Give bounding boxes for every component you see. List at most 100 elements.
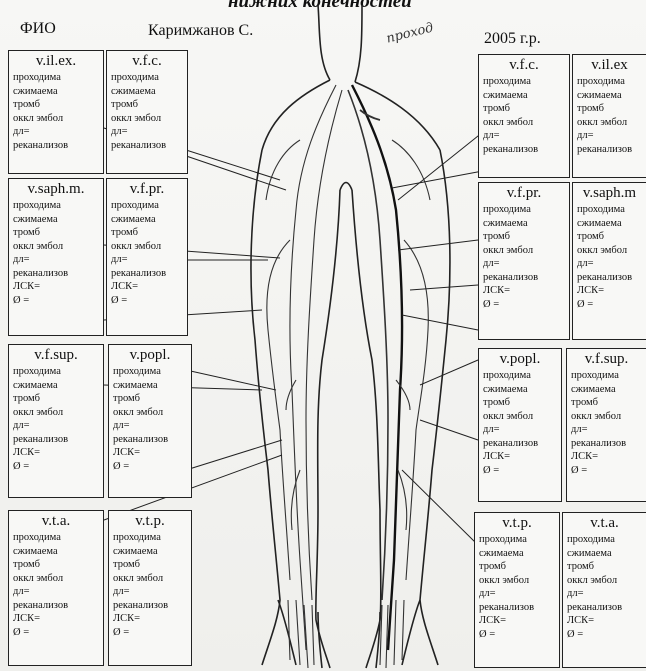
- line-recanal: реканализов: [13, 433, 99, 447]
- line-occl-embol: оккл эмбол: [577, 244, 642, 258]
- line-compressible: сжимаема: [13, 85, 99, 99]
- line-occl-embol: оккл эмбол: [567, 574, 642, 588]
- line-occl-embol: оккл эмбол: [577, 116, 642, 130]
- line-length: дл=: [111, 125, 183, 139]
- line-length: дл=: [577, 129, 642, 143]
- line-thrombus: тромб: [483, 230, 565, 244]
- line-thrombus: тромб: [577, 102, 642, 116]
- box-left-v-f-sup: v.f.sup. проходима сжимаема тромб оккл э…: [8, 344, 104, 498]
- line-occl-embol: оккл эмбол: [13, 406, 99, 420]
- line-recanal: реканализов: [13, 139, 99, 153]
- line-diameter: Ø =: [13, 460, 99, 474]
- line-lsk: ЛСК=: [113, 446, 187, 460]
- box-right-v-popl: v.popl. проходима сжимаема тромб оккл эм…: [478, 348, 562, 502]
- box-right-v-t-a: v.t.a. проходима сжимаема тромб оккл эмб…: [562, 512, 646, 668]
- box-title: v.popl.: [113, 347, 187, 363]
- line-length: дл=: [577, 257, 642, 271]
- line-passable: проходима: [113, 531, 187, 545]
- line-thrombus: тромб: [113, 558, 187, 572]
- line-passable: проходима: [13, 71, 99, 85]
- line-compressible: сжимаема: [111, 85, 183, 99]
- box-right-v-t-p: v.t.p. проходима сжимаема тромб оккл эмб…: [474, 512, 560, 668]
- box-title: v.f.sup.: [571, 351, 642, 367]
- box-title: v.saph.m: [577, 185, 642, 201]
- line-thrombus: тромб: [111, 98, 183, 112]
- line-diameter: Ø =: [567, 628, 642, 642]
- line-recanal: реканализов: [113, 433, 187, 447]
- line-occl-embol: оккл эмбол: [111, 240, 183, 254]
- line-length: дл=: [483, 423, 557, 437]
- line-diameter: Ø =: [13, 294, 99, 308]
- line-diameter: Ø =: [571, 464, 642, 478]
- line-recanal: реканализов: [13, 267, 99, 281]
- line-thrombus: тромб: [571, 396, 642, 410]
- line-occl-embol: оккл эмбол: [113, 406, 187, 420]
- line-lsk: ЛСК=: [13, 612, 99, 626]
- line-recanal: реканализов: [577, 271, 642, 285]
- line-diameter: Ø =: [111, 294, 183, 308]
- line-recanal: реканализов: [483, 271, 565, 285]
- line-occl-embol: оккл эмбол: [483, 116, 565, 130]
- line-thrombus: тромб: [13, 98, 99, 112]
- line-passable: проходима: [577, 203, 642, 217]
- line-diameter: Ø =: [479, 628, 555, 642]
- box-right-v-f-pr: v.f.pr. проходима сжимаема тромб оккл эм…: [478, 182, 570, 340]
- line-recanal: реканализов: [113, 599, 187, 613]
- line-recanal: реканализов: [483, 437, 557, 451]
- leg-outlines: [251, 5, 450, 668]
- line-passable: проходима: [111, 199, 183, 213]
- line-length: дл=: [483, 257, 565, 271]
- line-diameter: Ø =: [483, 298, 565, 312]
- line-passable: проходима: [479, 533, 555, 547]
- box-left-v-t-a: v.t.a. проходима сжимаема тромб оккл эмб…: [8, 510, 104, 666]
- line-length: дл=: [113, 585, 187, 599]
- line-compressible: сжимаема: [571, 383, 642, 397]
- box-title: v.saph.m.: [13, 181, 99, 197]
- line-diameter: Ø =: [113, 460, 187, 474]
- line-recanal: реканализов: [567, 601, 642, 615]
- box-title: v.popl.: [483, 351, 557, 367]
- line-lsk: ЛСК=: [113, 612, 187, 626]
- line-length: дл=: [111, 253, 183, 267]
- line-passable: проходима: [483, 75, 565, 89]
- line-length: дл=: [571, 423, 642, 437]
- box-right-v-il-ex: v.il.ex проходима сжимаема тромб оккл эм…: [572, 54, 646, 178]
- line-recanal: реканализов: [479, 601, 555, 615]
- line-thrombus: тромб: [113, 392, 187, 406]
- line-length: дл=: [113, 419, 187, 433]
- line-thrombus: тромб: [13, 558, 99, 572]
- line-occl-embol: оккл эмбол: [113, 572, 187, 586]
- line-length: дл=: [13, 253, 99, 267]
- line-occl-embol: оккл эмбол: [479, 574, 555, 588]
- box-left-v-popl: v.popl. проходима сжимаема тромб оккл эм…: [108, 344, 192, 498]
- line-passable: проходима: [111, 71, 183, 85]
- line-thrombus: тромб: [567, 560, 642, 574]
- line-length: дл=: [13, 125, 99, 139]
- line-occl-embol: оккл эмбол: [13, 240, 99, 254]
- line-compressible: сжимаема: [567, 547, 642, 561]
- box-title: v.f.pr.: [111, 181, 183, 197]
- box-right-v-f-sup: v.f.sup. проходима сжимаема тромб оккл э…: [566, 348, 646, 502]
- line-compressible: сжимаема: [113, 545, 187, 559]
- line-compressible: сжимаема: [577, 89, 642, 103]
- line-compressible: сжимаема: [577, 217, 642, 231]
- box-title: v.f.pr.: [483, 185, 565, 201]
- line-length: дл=: [13, 419, 99, 433]
- line-thrombus: тромб: [111, 226, 183, 240]
- line-compressible: сжимаема: [479, 547, 555, 561]
- box-left-v-t-p: v.t.p. проходима сжимаема тромб оккл эмб…: [108, 510, 192, 666]
- line-passable: проходима: [577, 75, 642, 89]
- line-compressible: сжимаема: [13, 379, 99, 393]
- line-lsk: ЛСК=: [571, 450, 642, 464]
- line-lsk: ЛСК=: [13, 280, 99, 294]
- line-diameter: Ø =: [483, 464, 557, 478]
- line-lsk: ЛСК=: [479, 614, 555, 628]
- line-diameter: Ø =: [113, 626, 187, 640]
- line-passable: проходима: [113, 365, 187, 379]
- line-passable: проходима: [13, 199, 99, 213]
- line-length: дл=: [13, 585, 99, 599]
- line-lsk: ЛСК=: [111, 280, 183, 294]
- line-occl-embol: оккл эмбол: [111, 112, 183, 126]
- line-passable: проходима: [571, 369, 642, 383]
- line-recanal: реканализов: [571, 437, 642, 451]
